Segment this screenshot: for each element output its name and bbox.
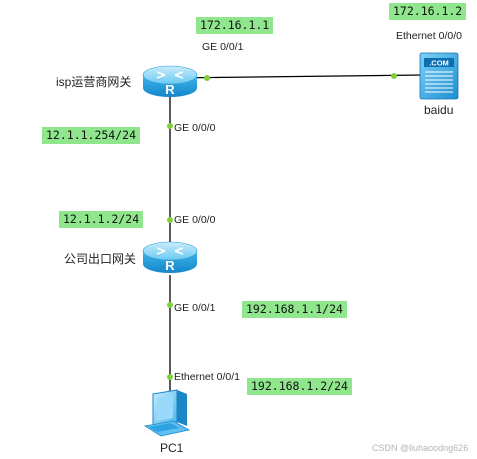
server-icon[interactable]: .COM — [419, 52, 459, 100]
company-router-icon[interactable]: R — [142, 241, 198, 273]
link-isp-server — [169, 74, 423, 79]
isp-router-icon[interactable]: R — [142, 65, 198, 97]
port-dot-company-ge000 — [167, 217, 173, 223]
port-dot-isp-ge000 — [167, 123, 173, 129]
port-label-pc-eth: Ethernet 0/0/1 — [174, 371, 240, 383]
port-label-company-ge001: GE 0/0/1 — [174, 302, 216, 314]
port-dot-isp-ge001 — [204, 75, 210, 81]
pc-label: PC1 — [160, 441, 184, 455]
ip-label-isp-ge000: 12.1.1.254/24 — [42, 127, 141, 144]
port-label-isp-ge001: GE 0/0/1 — [202, 41, 244, 53]
port-label-isp-ge000: GE 0/0/0 — [174, 122, 216, 134]
ip-label-company-ge001: 192.168.1.1/24 — [242, 301, 347, 318]
ip-label-pc-eth: 192.168.1.2/24 — [247, 378, 352, 395]
port-label-company-ge000: GE 0/0/0 — [174, 214, 216, 226]
watermark: CSDN @liuhaoodng626 — [372, 443, 469, 453]
company-router-label: 公司出口网关 — [64, 252, 137, 266]
server-badge: .COM — [429, 59, 449, 68]
port-dot-pc-eth — [167, 374, 173, 380]
server-label: baidu — [424, 103, 454, 117]
port-label-server-eth: Ethernet 0/0/0 — [396, 30, 462, 42]
port-dot-server-eth — [391, 73, 397, 79]
pc-icon[interactable] — [143, 389, 191, 437]
ip-label-company-ge000: 12.1.1.2/24 — [59, 211, 144, 228]
svg-text:R: R — [165, 82, 175, 97]
ip-label-server-eth: 172.16.1.2 — [389, 3, 467, 20]
svg-text:R: R — [165, 258, 175, 273]
port-dot-company-ge001 — [167, 302, 173, 308]
ip-label-isp-ge001: 172.16.1.1 — [196, 17, 274, 34]
isp-router-label: isp运营商网关 — [56, 75, 132, 89]
